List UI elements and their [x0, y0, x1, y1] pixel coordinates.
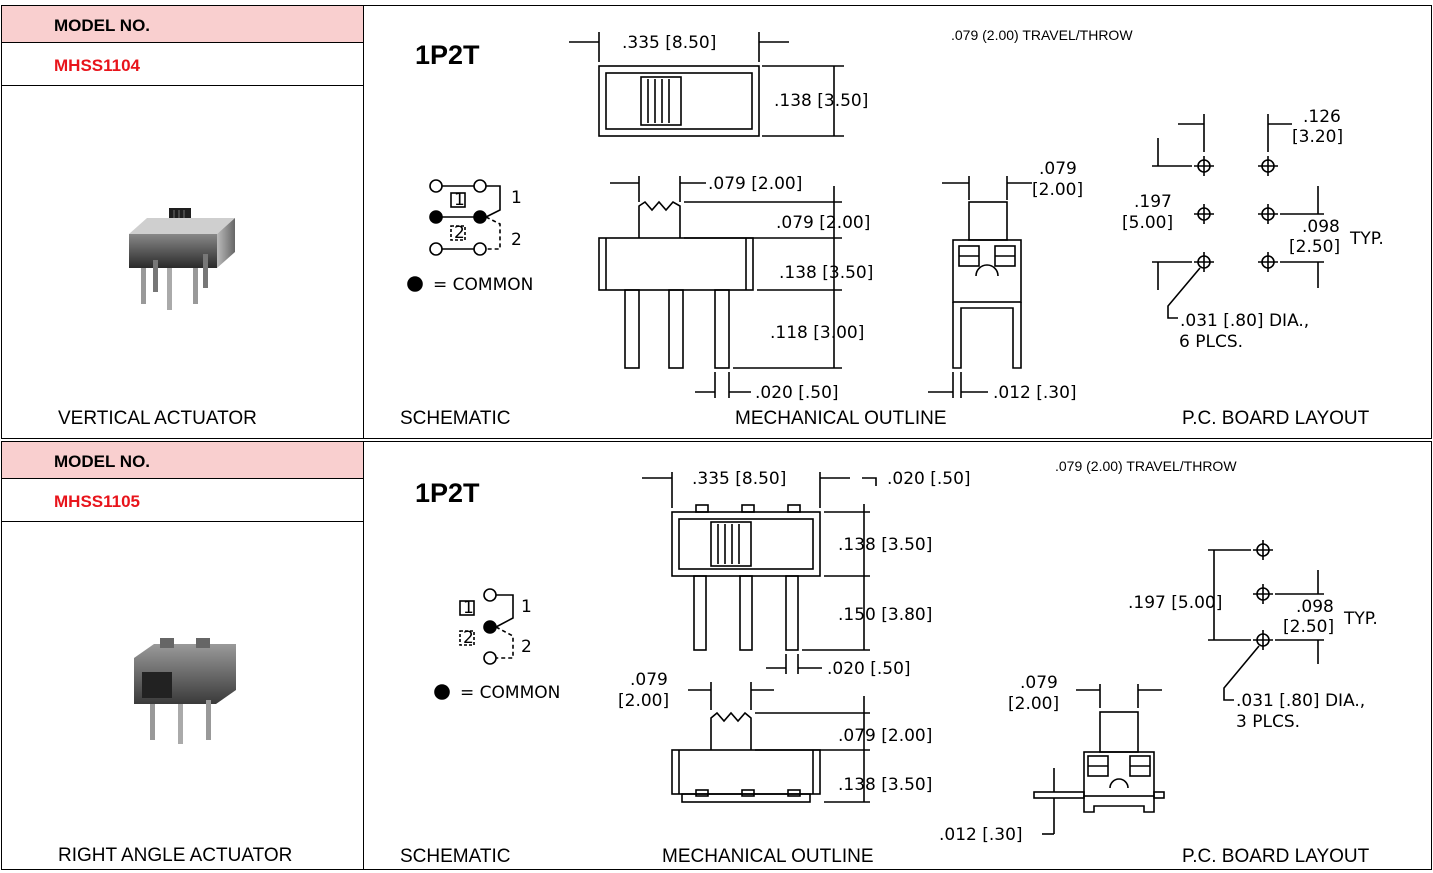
actuator-label: VERTICAL ACTUATOR — [58, 408, 257, 429]
dim-top-width: .335 [8.50] — [622, 33, 716, 53]
pcb-pitch-y-1: .197 — [1134, 192, 1172, 212]
dim-pin-width: .020 [.50] — [827, 659, 911, 679]
switch-type: 1P2T — [415, 40, 480, 70]
caption-schematic: SCHEMATIC — [400, 408, 511, 429]
model-number: MHSS1104 — [54, 56, 140, 75]
product-row-mhss1104: MODEL NO. MHSS1104 VERTICAL ACTUATOR 1P2… — [1, 5, 1432, 439]
schematic-label-2: 2 — [511, 230, 522, 250]
caption-mechanical-outline: MECHANICAL OUTLINE — [662, 846, 874, 867]
dim-body-height: .138 [3.50] — [779, 263, 873, 283]
dim-top-height: .138 [3.50] — [774, 91, 868, 111]
pcb-typ: TYP. — [1343, 609, 1378, 629]
model-column: MODEL NO. MHSS1105 RIGHT ANGLE ACTUATOR — [2, 442, 364, 869]
dim-actuator-width-2: [2.00] — [618, 691, 669, 711]
switch-photo — [129, 208, 235, 310]
pcb-spacing-1: .098 — [1296, 597, 1334, 617]
mechanical-top-view — [642, 472, 877, 674]
model-header-label: MODEL NO. — [54, 452, 151, 471]
pcb-typ: TYP. — [1349, 229, 1384, 249]
schematic-label-1: 1 — [521, 597, 532, 617]
dim-pin-thickness: .012 [.30] — [939, 825, 1023, 845]
dim-top-width: .335 [8.50] — [692, 469, 786, 489]
dim-top-height: .138 [3.50] — [838, 535, 932, 555]
model-number: MHSS1105 — [54, 492, 140, 511]
caption-pcb-layout: P.C. BOARD LAYOUT — [1182, 408, 1370, 429]
dim-body-height: .138 [3.50] — [838, 775, 932, 795]
pcb-pitch-x-1: .126 — [1303, 107, 1341, 127]
schematic-pos1: 1 — [463, 598, 474, 618]
schematic-common-label: = COMMON — [460, 683, 560, 703]
mechanical-front-view — [598, 176, 842, 398]
dim-side-width-2: [2.00] — [1008, 694, 1059, 714]
schematic-pos1: 1 — [454, 190, 465, 210]
schematic-diagram — [407, 179, 501, 292]
model-number-cell: MHSS1105 — [2, 479, 363, 522]
pcb-spacing-2: [2.50] — [1283, 617, 1334, 637]
dim-actuator-height: .079 [2.00] — [838, 726, 932, 746]
schematic-pos2: 2 — [463, 628, 474, 648]
travel-note: .079 (2.00) TRAVEL/THROW — [1055, 458, 1237, 474]
schematic-pos2: 2 — [454, 223, 465, 243]
caption-schematic: SCHEMATIC — [400, 846, 511, 867]
switch-type: 1P2T — [415, 478, 480, 508]
caption-pcb-layout: P.C. BOARD LAYOUT — [1182, 846, 1370, 867]
dim-actuator-width: .079 [2.00] — [708, 174, 802, 194]
drawing-canvas: 1 2 1 2 = COMMON .335 [8.50] .020 [.50] — [434, 469, 1378, 845]
pcb-pitch-y: .197 [5.00] — [1128, 593, 1222, 613]
dim-actuator-width-1: .079 — [630, 670, 668, 690]
pcb-layout-diagram — [1208, 540, 1324, 701]
mechanical-top-view — [569, 32, 844, 137]
dim-tab-width: .020 [.50] — [887, 469, 971, 489]
dim-pin-length: .150 [3.80] — [838, 605, 932, 625]
schematic-common-label: = COMMON — [433, 275, 533, 295]
dim-side-width-2: [2.00] — [1032, 180, 1083, 200]
drawing-canvas: 1 2 1 2 = COMMON .335 [8.50] .138 [3.50] — [407, 32, 1384, 403]
model-header: MODEL NO. — [2, 442, 363, 479]
pcb-hole-2: 6 PLCS. — [1179, 332, 1243, 352]
switch-photo — [134, 638, 236, 744]
mechanical-front-view — [671, 682, 870, 803]
schematic-diagram — [434, 588, 514, 700]
dim-pin-length: .118 [3.00] — [770, 323, 864, 343]
model-number-cell: MHSS1104 — [2, 43, 363, 86]
pcb-pitch-y-2: [5.00] — [1122, 213, 1173, 233]
pcb-layout-diagram — [1152, 114, 1324, 319]
pcb-pitch-x-2: [3.20] — [1292, 127, 1343, 147]
pcb-hole-2: 3 PLCS. — [1236, 712, 1300, 732]
model-header: MODEL NO. — [2, 6, 363, 43]
actuator-label: RIGHT ANGLE ACTUATOR — [58, 845, 293, 866]
dim-actuator-height: .079 [2.00] — [776, 213, 870, 233]
pcb-hole-1: .031 [.80] DIA., — [1236, 691, 1365, 711]
dim-side-width-1: .079 — [1020, 673, 1058, 693]
pcb-spacing-1: .098 — [1302, 217, 1340, 237]
schematic-label-2: 2 — [521, 637, 532, 657]
model-header-label: MODEL NO. — [54, 16, 151, 35]
travel-note: .079 (2.00) TRAVEL/THROW — [951, 27, 1133, 43]
model-column: MODEL NO. MHSS1104 VERTICAL ACTUATOR — [2, 6, 364, 438]
pcb-spacing-2: [2.50] — [1289, 237, 1340, 257]
dim-pin-width: .020 [.50] — [755, 383, 839, 403]
mechanical-side-view — [1033, 684, 1165, 835]
dim-pin-thickness: .012 [.30] — [993, 383, 1077, 403]
caption-mechanical-outline: MECHANICAL OUTLINE — [735, 408, 947, 429]
schematic-label-1: 1 — [511, 188, 522, 208]
pcb-hole-1: .031 [.80] DIA., — [1180, 311, 1309, 331]
dim-side-width-1: .079 — [1039, 159, 1077, 179]
product-row-mhss1105: MODEL NO. MHSS1105 RIGHT ANGLE ACTUATOR … — [1, 441, 1432, 870]
mechanical-side-view — [928, 176, 1032, 398]
